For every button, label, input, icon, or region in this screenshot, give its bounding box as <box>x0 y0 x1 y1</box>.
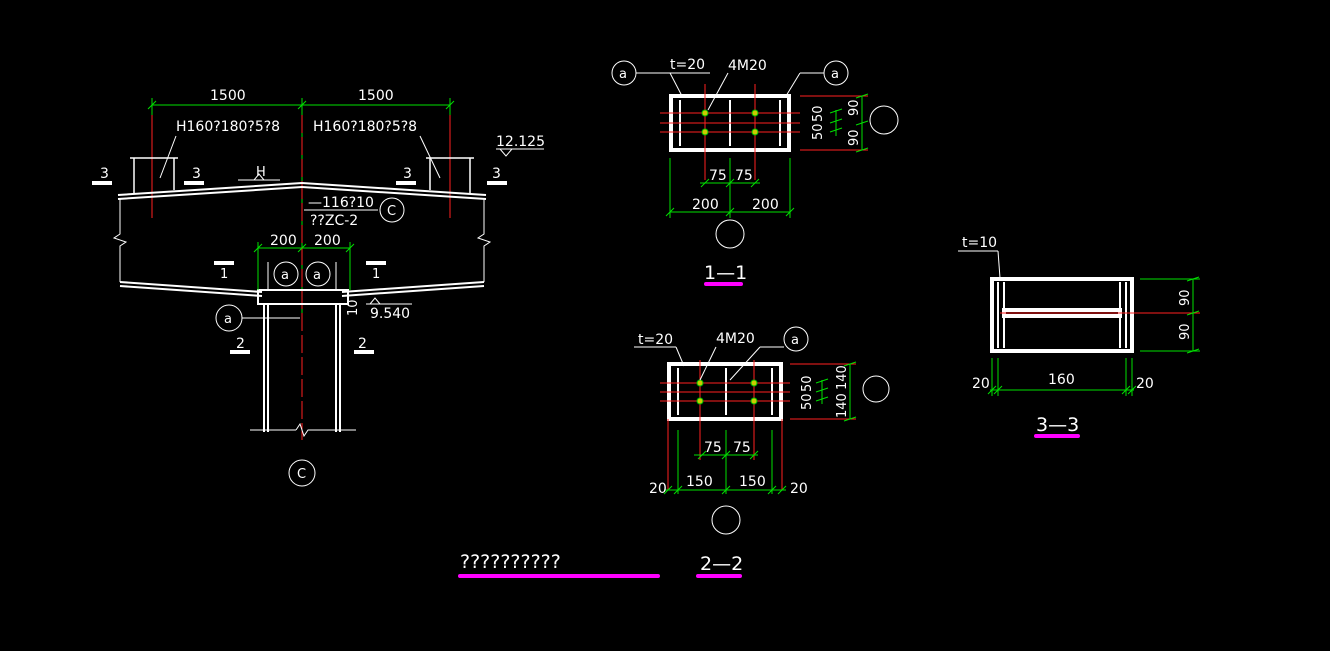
dim1-90-bottom: 90 <box>847 129 862 146</box>
dim3-90-top: 90 <box>1178 289 1193 306</box>
level-bottom-mark <box>366 297 412 305</box>
dim2-150-left: 150 <box>686 474 713 490</box>
section-1-1: a t=20 4M20 a 75 75 200 200 <box>611 57 899 286</box>
drawing-title: ?????????? <box>460 551 561 573</box>
anchor-bolts <box>267 262 337 290</box>
callout-a-right-label: a <box>313 268 321 283</box>
bolts-2-label: 4M20 <box>716 331 755 347</box>
bolt-hole <box>696 379 704 387</box>
dim2-50-bottom: 50 <box>800 393 815 410</box>
callout-empty-2 <box>715 219 745 249</box>
bolt-hole <box>696 397 704 405</box>
level-top-label: 12.125 <box>496 134 545 150</box>
callout-a-3-label: a <box>791 333 799 348</box>
thickness-2-label: t=20 <box>638 332 673 348</box>
gap-label: 10 <box>346 299 361 316</box>
dim2-50-top: 50 <box>800 375 815 392</box>
dim1-200-left: 200 <box>692 197 719 213</box>
thickness-3-label: t=10 <box>962 235 997 251</box>
level-top-mark <box>496 148 544 157</box>
section-2-2-title: 2—2 <box>700 553 743 575</box>
section-1-1-title: 1—1 <box>704 262 747 284</box>
right-break-line <box>476 199 492 282</box>
dim-200-left: 200 <box>270 233 297 249</box>
callout-a-2-label: a <box>831 67 839 82</box>
slope-mark <box>238 173 280 181</box>
bolt-hole <box>751 128 759 136</box>
sec1-mark-left: 1 <box>220 267 228 282</box>
callout-empty-1 <box>869 105 899 135</box>
dim-200-line <box>253 242 355 290</box>
callout-empty-4 <box>711 505 741 535</box>
section-3-3-title: 3—3 <box>1036 414 1079 436</box>
dim1-50-bottom: 50 <box>811 123 826 140</box>
elevation-centerlines <box>151 115 451 440</box>
sec3-mark-4: 3 <box>492 166 501 182</box>
dim2-140-bottom: 140 <box>835 393 850 418</box>
bolts-1-label: 4M20 <box>728 58 767 74</box>
dim3-160: 160 <box>1048 372 1075 388</box>
bolt-hole <box>701 109 709 117</box>
dim1-200-right: 200 <box>752 197 779 213</box>
callout-a-left <box>273 261 299 287</box>
left-break-line <box>112 199 128 282</box>
column <box>250 304 356 438</box>
bottom-chord <box>119 281 485 305</box>
bolt-hole <box>750 397 758 405</box>
dim1-50-top: 50 <box>811 105 826 122</box>
callout-empty-3 <box>862 375 890 403</box>
span-left-label: 1500 <box>210 88 246 104</box>
dim-200-right: 200 <box>314 233 341 249</box>
dim3-90-bottom: 90 <box>1178 323 1193 340</box>
slope-label: H <box>256 165 266 180</box>
section-2-2: t=20 4M20 a 75 75 20 150 150 20 <box>634 326 890 578</box>
sec1-mark-right: 1 <box>372 267 380 282</box>
dim3-20-right: 20 <box>1136 376 1154 392</box>
dim1-90-top: 90 <box>847 99 862 116</box>
top-chord <box>117 182 487 200</box>
elevation-view: 1500 1500 H160?180?5?8 H160?180?5?8 <box>92 88 545 487</box>
dim2-75-left: 75 <box>704 440 722 456</box>
callout-c-bottom-label: C <box>297 467 306 482</box>
thickness-1-label: t=20 <box>670 57 705 73</box>
beam-left-label: H160?180?5?8 <box>176 119 280 135</box>
section-3-3: t=10 90 90 <box>958 235 1200 438</box>
bolt-hole <box>701 128 709 136</box>
callout-a-3 <box>783 326 809 352</box>
dim1-75-right: 75 <box>735 168 753 184</box>
dim2-150-right: 150 <box>739 474 766 490</box>
sec3-mark-2: 3 <box>192 166 201 182</box>
purlins <box>130 157 474 193</box>
callout-a-1-label: a <box>619 67 627 82</box>
bolt-hole <box>751 109 759 117</box>
sec3-mark-3: 3 <box>403 166 412 182</box>
dim2-75-right: 75 <box>733 440 751 456</box>
dim3-20-left: 20 <box>972 376 990 392</box>
sec2-mark-left: 2 <box>236 336 245 352</box>
callout-c-top-label: C <box>387 204 396 219</box>
dim2-20-left: 20 <box>649 481 667 497</box>
sec3-mark-1: 3 <box>100 166 109 182</box>
dim2-20-right: 20 <box>790 481 808 497</box>
span-right-label: 1500 <box>358 88 394 104</box>
sec2-mark-right: 2 <box>358 336 367 352</box>
dim2-140-top: 140 <box>835 365 850 390</box>
callout-c-bottom <box>288 459 316 487</box>
bolt-hole <box>750 379 758 387</box>
level-bottom-label: 9.540 <box>370 306 410 322</box>
callout-c-top <box>379 197 405 223</box>
callout-a-column-label: a <box>224 312 232 327</box>
beam-right-label: H160?180?5?8 <box>313 119 417 135</box>
callout-a-left-label: a <box>281 268 289 283</box>
dim1-75-left: 75 <box>709 168 727 184</box>
plate-label: —116?10 <box>308 195 374 211</box>
callout-a-right <box>305 261 331 287</box>
column-mark-label: ??ZC-2 <box>310 213 358 229</box>
